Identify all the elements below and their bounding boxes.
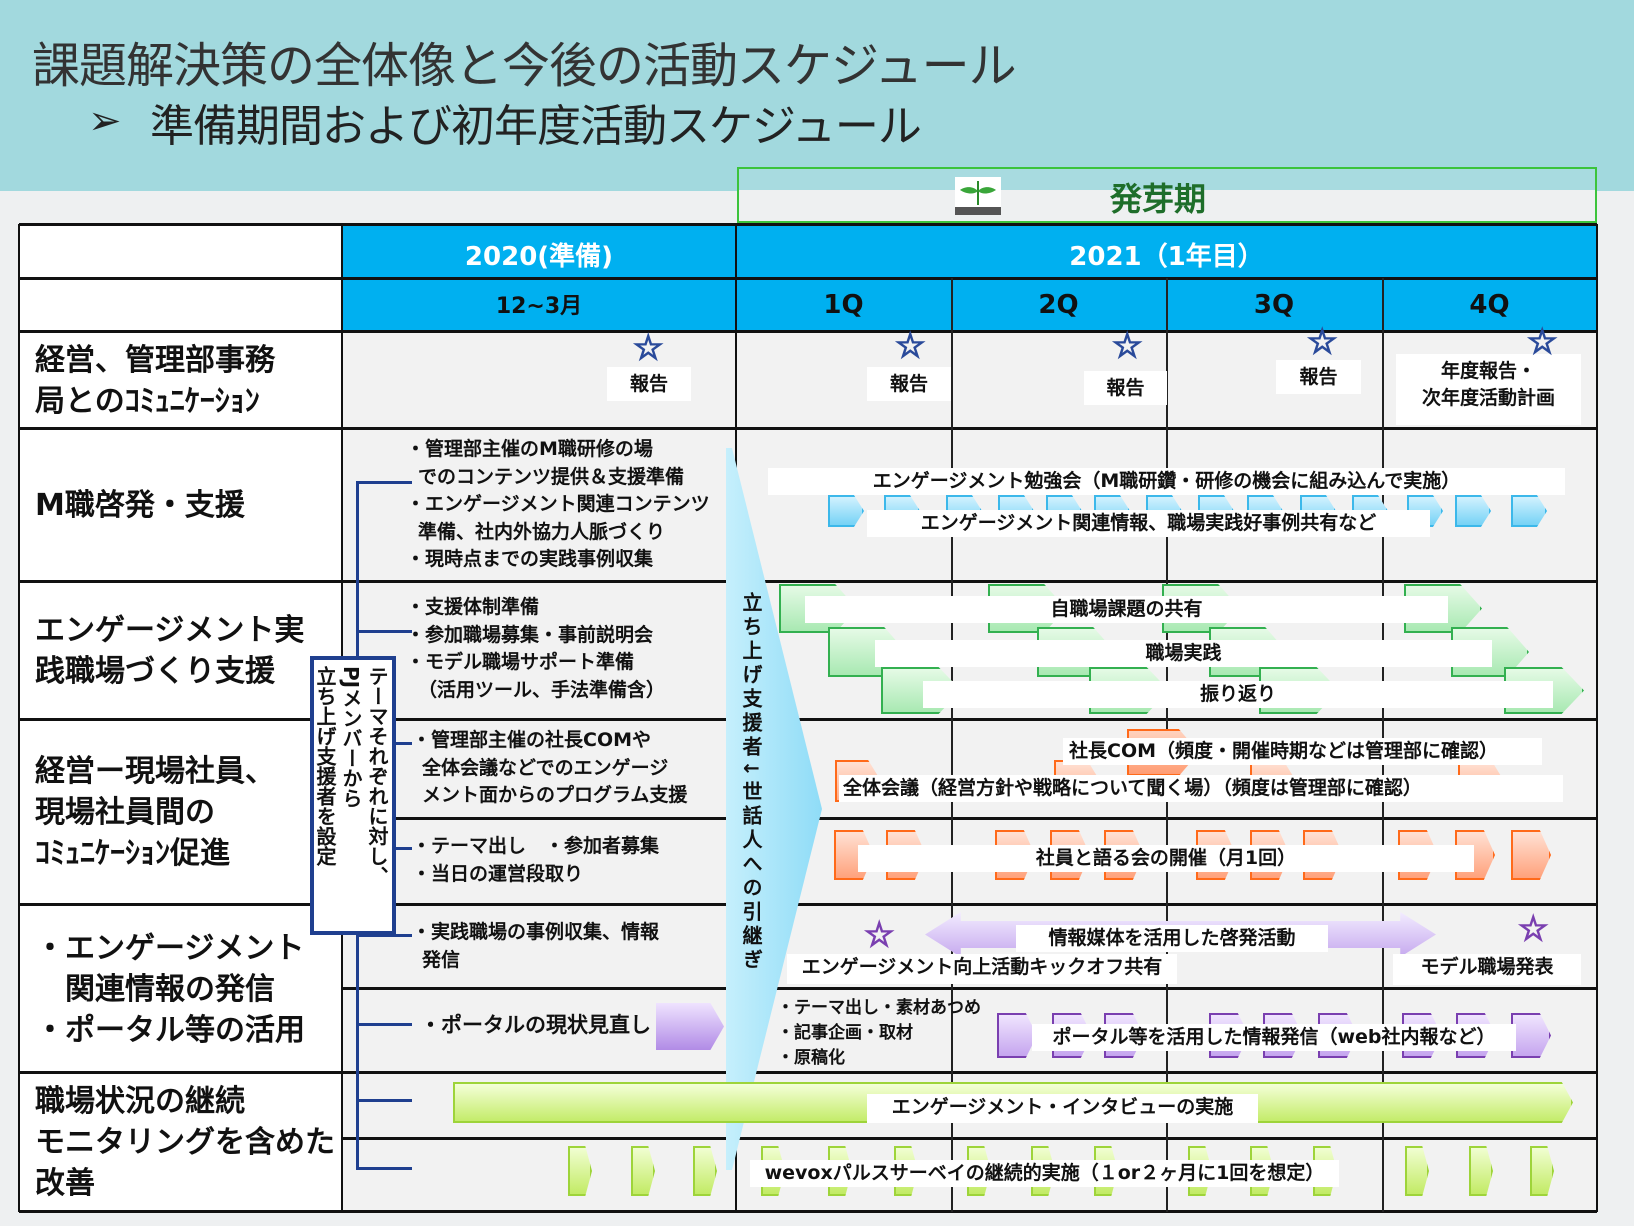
notes-info-2: ・ポータルの現状見直し [420, 1013, 651, 1037]
title-band [0, 0, 1634, 191]
general-meeting-bar: 全体会議（経営方針や戦略について聞く場）（頻度は管理部に確認） [839, 775, 1563, 802]
bracket-tick [356, 1167, 412, 1170]
notes-info-1: ・実践職場の事例収集、情報発信 [412, 921, 660, 971]
issue-sharing-bar: 自職場課題の共有 [805, 596, 1448, 623]
header-2020: 2020(準備) [464, 242, 614, 272]
notes-communication-1: ・管理部主催の社長COMや全体会議などでのエンゲージメント面からのプログラム支援 [412, 729, 688, 806]
model-star-icon: ☆ [1517, 909, 1549, 949]
notes-communication-2: ・テーマ出し ・参加者募集・当日の運営段取り [412, 835, 660, 885]
phase-label: 発芽期 [1110, 180, 1207, 218]
header-q4: 4Q [1469, 290, 1510, 320]
ceo-com-bar: 社長COM（頻度・開催時期などは管理部に確認） [1063, 738, 1542, 765]
notes-m-dev: ・管理部主催のM職研修の場でのコンテンツ提供＆支援準備・エンゲージメント関連コン… [406, 438, 710, 570]
survey-bar: wevoxパルスサーベイの継続的実施（１or２ヶ月に1回を想定） [750, 1160, 1339, 1187]
row-label-mgmt: 経営、管理部事務局とのｺﾐｭﾆｹｰｼｮﾝ [35, 343, 275, 419]
header-q2: 2Q [1038, 290, 1079, 320]
annual-report-label: 年度報告・次年度活動計画 [1396, 354, 1581, 425]
row-label-monitoring: 職場状況の継続モニタリングを含めた改善 [35, 1084, 335, 1201]
header-q1: 1Q [823, 290, 864, 320]
page-subtitle: 準備期間および初年度活動スケジュール [150, 101, 922, 152]
phase-box [737, 167, 1597, 223]
handover-arrow-label: 立ち上げ支援者↓世話人への引継ぎ [739, 592, 763, 973]
employee-talk-bar: 社員と語る会の開催（月1回） [858, 845, 1474, 872]
interview-bar: エンゲージメント・インタビューの実施 [867, 1094, 1258, 1123]
header-2021: 2021（1年目） [1069, 242, 1264, 272]
portal-info-bar: ポータル等を活用した情報発信（web社内報など） [1032, 1024, 1516, 1051]
report-star-icon: ☆ [894, 326, 926, 366]
notes-workplace: ・支援体制準備・参加職場募集・事前説明会・モデル職場サポート準備（活用ツール、手… [406, 596, 666, 701]
bracket-tick [356, 481, 412, 484]
row-label-column [19, 331, 342, 1212]
sprout-icon [955, 177, 1001, 215]
report-label: 報告 [867, 367, 951, 401]
report-star-icon: ☆ [1111, 326, 1143, 366]
row-label-communication: 経営ー現場社員、現場社員間のｺﾐｭﾆｹｰｼｮﾝ促進 [35, 754, 275, 871]
bracket-tick [356, 1023, 412, 1026]
report-star-icon: ☆ [1306, 322, 1338, 362]
support-assignment-box: テーマそれぞれに対し、PJメンバーから立ち上げ支援者を設定 [310, 656, 396, 935]
info-sharing-bar: エンゲージメント関連情報、職場実践好事例共有など [867, 510, 1430, 537]
portal-review-arrow [656, 1003, 724, 1050]
report-label: 報告 [1276, 360, 1361, 394]
row-label-m-dev: M職啓発・支援 [35, 488, 245, 523]
media-activity-bar: 情報媒体を活用した啓発活動 [1016, 925, 1328, 952]
report-label: 報告 [607, 367, 691, 401]
portal-steps: ・テーマ出し・素材あつめ・記事企画・取材・原稿化 [777, 998, 981, 1068]
report-label: 報告 [1084, 371, 1167, 405]
header-period-2020: 12~3月 [495, 294, 583, 319]
row-label-workplace: エンゲージメント実践職場づくり支援 [35, 613, 305, 689]
bracket-tick [356, 934, 412, 937]
page-title: 課題解決策の全体像と今後の活動スケジュール [32, 38, 1017, 94]
report-star-icon: ☆ [632, 328, 664, 368]
bracket-tick [356, 1099, 412, 1102]
report-star-icon: ☆ [1526, 322, 1558, 362]
workplace-practice-bar: 職場実践 [875, 640, 1492, 667]
reflection-bar: 振り返り [923, 681, 1553, 708]
bullet-arrow-icon: ➢ [88, 98, 122, 144]
row-label-info: ・エンゲージメント 関連情報の発信・ポータル等の活用 [35, 931, 305, 1048]
kickoff-star-icon: ☆ [863, 915, 895, 955]
header-q3: 3Q [1253, 290, 1295, 320]
kickoff-label: エンゲージメント向上活動キックオフ共有 [787, 954, 1177, 984]
bracket-tick [356, 630, 412, 633]
model-workplace-label: モデル職場発表 [1393, 954, 1581, 985]
study-session-bar: エンゲージメント勉強会（M職研鑽・研修の機会に組み込んで実施） [768, 468, 1565, 495]
